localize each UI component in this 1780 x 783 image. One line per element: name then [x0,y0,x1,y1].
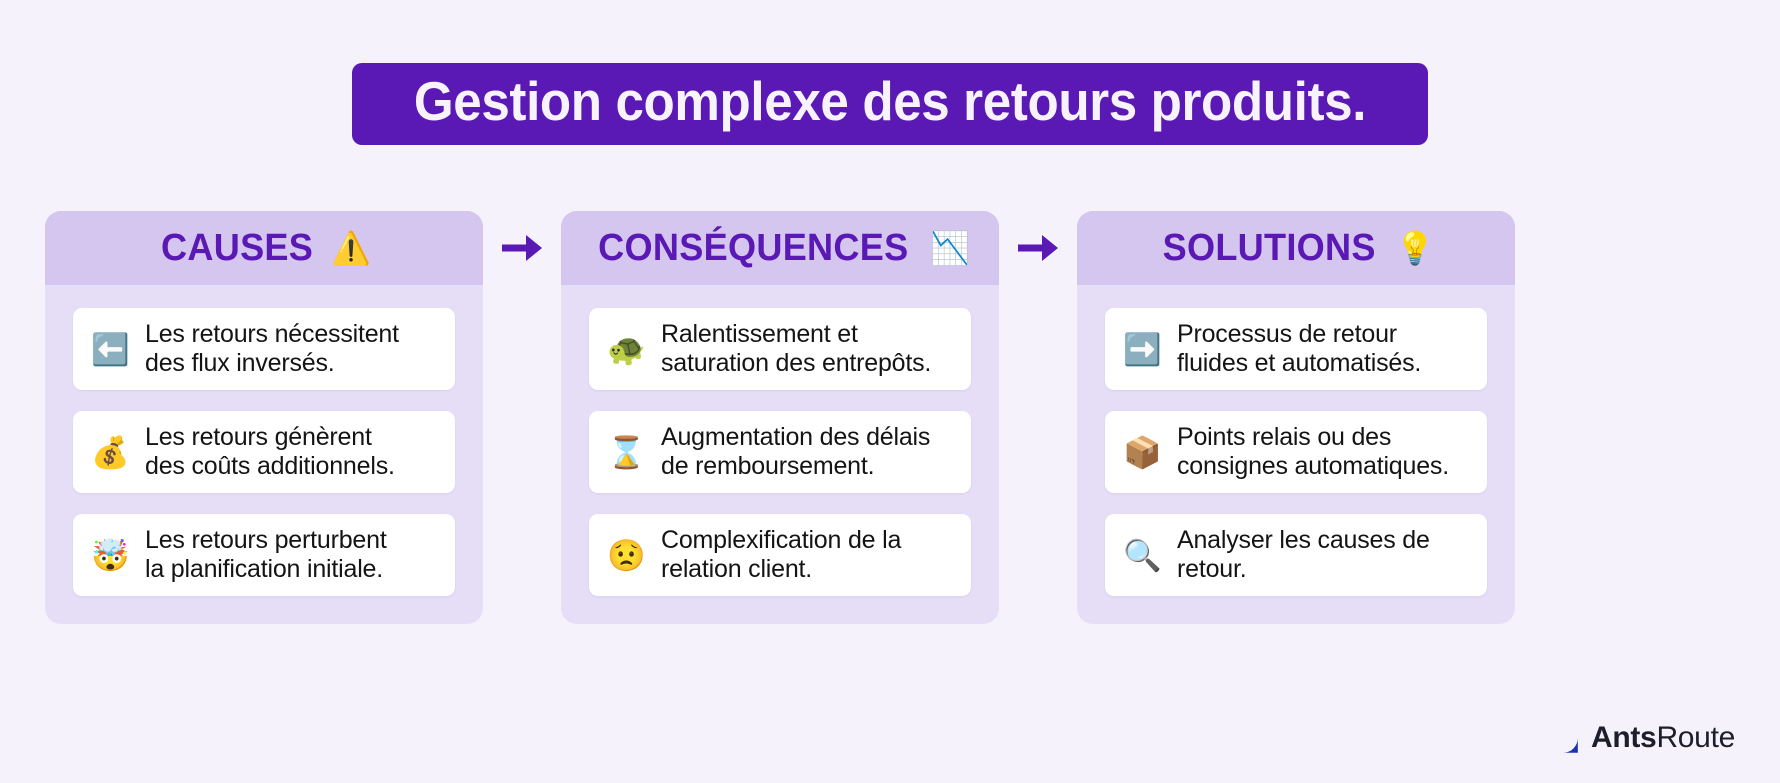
list-item-line1: Complexification de la [661,526,902,554]
antsroute-logo-text: AntsRoute [1591,721,1735,755]
list-item-text: Complexification de la relation client. [661,526,901,584]
column-solutions: SOLUTIONS 💡 ➡️ Processus de retour fluid… [1077,211,1515,624]
warning-icon: ⚠️ [331,230,371,266]
list-item-line2: des coûts additionnels. [145,452,395,480]
list-item-text: Augmentation des délais de remboursement… [661,423,930,481]
list-item-line2: retour. [1177,555,1247,583]
logo-brand-regular: Route [1656,721,1735,754]
column-consequences-title: CONSÉQUENCES [597,226,909,269]
logo-brand-bold: Ants [1590,721,1657,754]
list-item[interactable]: 🐢 Ralentissement et saturation des entre… [589,308,971,390]
column-consequences-header: CONSÉQUENCES 📉 [561,211,999,285]
column-causes-body: ⬅️ Les retours nécessitent des flux inve… [45,285,483,624]
list-item[interactable]: 🔍 Analyser les causes de retour. [1105,514,1487,596]
list-item-text: Points relais ou des consignes automatiq… [1177,423,1449,481]
worried-face-icon: 😟 [607,537,646,573]
list-item-line2: des flux inversés. [145,349,335,377]
list-item-line2: saturation des entrepôts. [661,349,932,377]
list-item-text: Les retours génèrent des coûts additionn… [145,423,395,481]
magnifying-glass-icon: 🔍 [1123,537,1162,573]
list-item-line1: Analyser les causes de [1177,526,1430,554]
chart-decreasing-icon: 📉 [930,230,971,266]
list-item[interactable]: ➡️ Processus de retour fluides et automa… [1105,308,1487,390]
flow-row: CAUSES ⚠️ ⬅️ Les retours nécessitent des… [45,211,1735,624]
list-item-line2: de remboursement. [661,452,875,480]
list-item-line2: fluides et automatisés. [1177,349,1422,377]
list-item-line1: Points relais ou des [1177,423,1392,451]
exploding-head-icon: 🤯 [91,537,130,573]
column-solutions-title: SOLUTIONS [1162,226,1376,269]
list-item[interactable]: 😟 Complexification de la relation client… [589,514,971,596]
package-icon: 📦 [1123,434,1162,470]
list-item-line1: Ralentissement et [661,320,858,348]
arrow-causes-to-consequences [483,211,561,285]
title-banner-wrap: Gestion complexe des retours produits. [0,63,1780,145]
column-solutions-body: ➡️ Processus de retour fluides et automa… [1077,285,1515,624]
column-solutions-header: SOLUTIONS 💡 [1077,211,1515,285]
arrow-consequences-to-solutions [999,211,1077,285]
arrow-right-icon: ➡️ [1123,331,1162,367]
list-item[interactable]: 💰 Les retours génèrent des coûts additio… [73,411,455,493]
list-item-line1: Les retours perturbent [145,526,387,554]
list-item-text: Les retours perturbent la planification … [145,526,387,584]
antsroute-logo-mark [1548,723,1578,753]
list-item-line1: Les retours nécessitent [145,320,399,348]
list-item-line1: Les retours génèrent [145,423,372,451]
list-item-line2: consignes automatiques. [1177,452,1449,480]
list-item-line1: Augmentation des délais [661,423,931,451]
column-consequences-body: 🐢 Ralentissement et saturation des entre… [561,285,999,624]
arrow-left-icon: ⬅️ [91,331,130,367]
money-bag-icon: 💰 [91,434,130,470]
list-item-text: Analyser les causes de retour. [1177,526,1430,584]
hourglass-icon: ⌛ [607,434,646,470]
light-bulb-icon: 💡 [1395,230,1436,266]
column-causes-header: CAUSES ⚠️ [45,211,483,285]
column-consequences: CONSÉQUENCES 📉 🐢 Ralentissement et satur… [561,211,999,624]
turtle-icon: 🐢 [607,331,646,367]
column-causes-title: CAUSES [160,226,314,269]
list-item-line2: la planification initiale. [145,555,384,583]
list-item[interactable]: ⌛ Augmentation des délais de rembourseme… [589,411,971,493]
title-banner: Gestion complexe des retours produits. [352,63,1428,145]
list-item[interactable]: ⬅️ Les retours nécessitent des flux inve… [73,308,455,390]
page-title: Gestion complexe des retours produits. [413,70,1367,132]
list-item-line2: relation client. [661,555,813,583]
antsroute-logo: AntsRoute [1546,721,1735,755]
list-item-text: Ralentissement et saturation des entrepô… [661,320,931,378]
list-item-text: Les retours nécessitent des flux inversé… [145,320,399,378]
list-item[interactable]: 📦 Points relais ou des consignes automat… [1105,411,1487,493]
list-item-line1: Processus de retour [1177,320,1397,348]
list-item-text: Processus de retour fluides et automatis… [1177,320,1421,378]
list-item[interactable]: 🤯 Les retours perturbent la planificatio… [73,514,455,596]
column-causes: CAUSES ⚠️ ⬅️ Les retours nécessitent des… [45,211,483,624]
